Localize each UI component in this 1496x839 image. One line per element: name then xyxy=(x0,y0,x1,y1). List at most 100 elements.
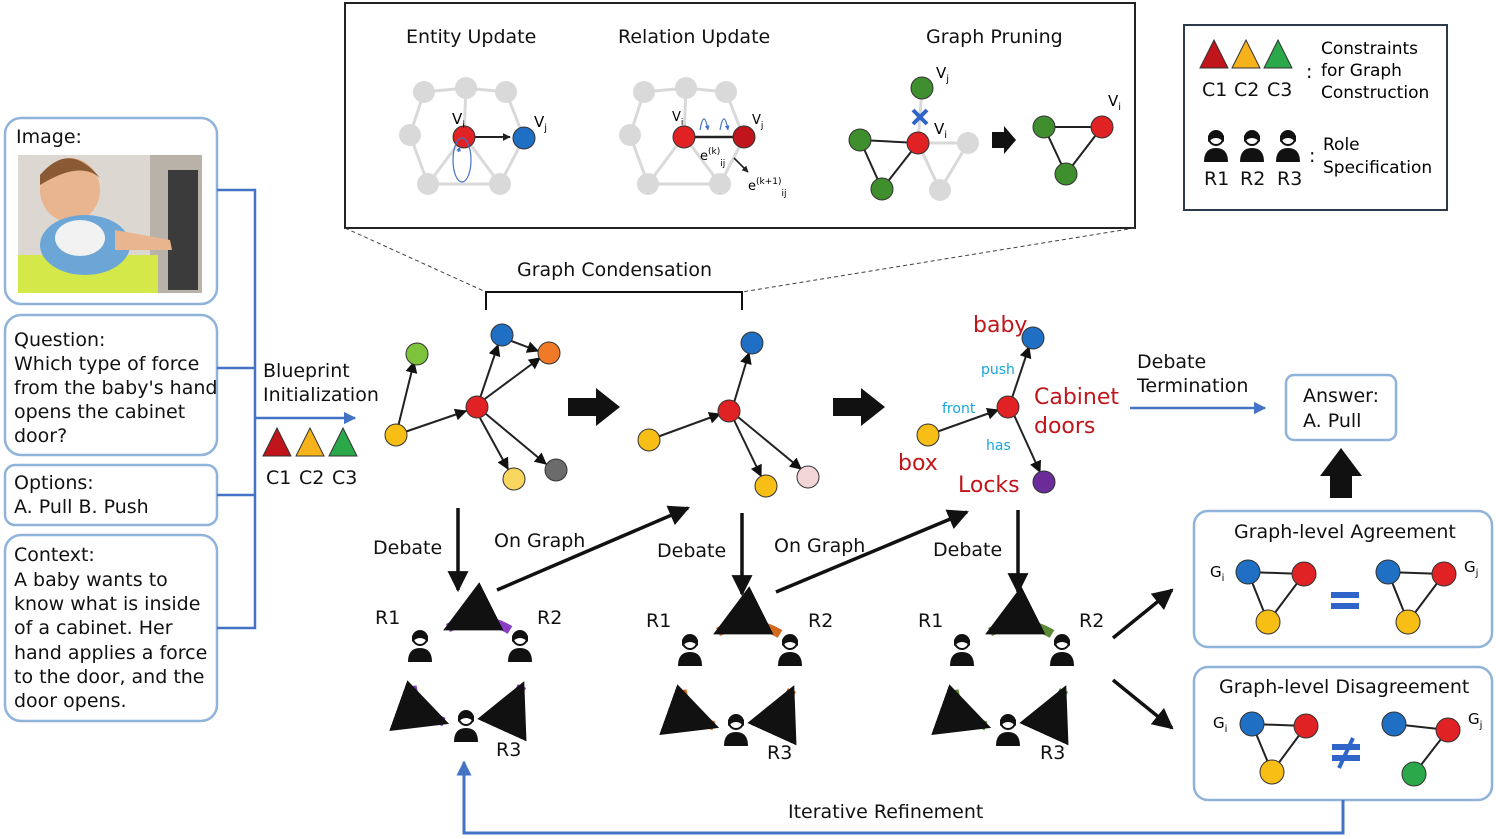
node-label-locks: Locks xyxy=(958,473,1020,498)
vi-label-pruning: Vi xyxy=(934,120,947,141)
context-line: hand applies a force xyxy=(14,642,207,664)
gj-label: Gj xyxy=(1464,558,1478,579)
node-label-box: box xyxy=(898,451,938,476)
r1-label: R1 xyxy=(375,607,400,629)
question-label: Question: xyxy=(14,329,105,351)
on-graph-label-2: On Graph xyxy=(774,535,865,557)
termination-label: Termination xyxy=(1136,375,1248,397)
disagreement-title: Graph-level Disagreement xyxy=(1219,676,1469,698)
r1-label: R1 xyxy=(918,610,943,632)
pruning-arrow xyxy=(992,126,1016,154)
blueprint-graph xyxy=(384,323,568,491)
debate-group-2 xyxy=(659,586,803,747)
vi-label: Vi xyxy=(452,110,465,131)
gj-label: Gj xyxy=(1468,710,1482,731)
on-graph-arrow-1 xyxy=(496,505,690,592)
blueprint-label: Blueprint xyxy=(263,360,350,382)
r2-label: R2 xyxy=(808,610,833,632)
agreement-box xyxy=(1192,509,1494,649)
agent-r2-icon xyxy=(1049,634,1075,667)
agent-r3-icon xyxy=(995,714,1021,747)
agent-r1-icon xyxy=(407,630,433,663)
graph-condensation-label: Graph Condensation xyxy=(517,259,712,281)
legend-role-text: Specification xyxy=(1323,158,1432,178)
vi-label-after: Vi xyxy=(1108,92,1121,113)
image-label: Image: xyxy=(16,126,82,148)
on-graph-arrow-2 xyxy=(775,509,969,594)
answer-label: Answer: xyxy=(1303,385,1379,407)
node-label-baby: baby xyxy=(973,313,1027,338)
answer-value: A. Pull xyxy=(1303,410,1361,432)
relation-update-title: Relation Update xyxy=(618,26,770,48)
legend-constraints: C1 C2 C3 : Constraints for Graph Constru… xyxy=(1199,38,1429,103)
legend-constraints-text: Construction xyxy=(1321,83,1429,103)
equals-icon xyxy=(1331,592,1359,598)
condensation-bracket xyxy=(485,291,743,310)
node-label-cabinet: Cabinet xyxy=(1034,385,1119,410)
legend-roles: R1 R2 R3 : Role Specification xyxy=(1203,130,1432,190)
r1-label: R1 xyxy=(646,610,671,632)
context-line: to the door, and the xyxy=(14,666,205,688)
question-line: from the baby's hand xyxy=(14,377,217,399)
entity-update-title: Entity Update xyxy=(406,26,536,48)
agent-r1-icon xyxy=(949,634,975,667)
agreement-title: Graph-level Agreement xyxy=(1234,521,1456,543)
zoom-line-left xyxy=(344,227,487,293)
legend-colon: : xyxy=(1309,145,1315,167)
input-bracket xyxy=(217,188,357,630)
debate-label-2: Debate xyxy=(657,540,726,562)
r3-label: R3 xyxy=(1040,742,1065,764)
c2-label: C2 xyxy=(299,467,324,489)
r2-label: R2 xyxy=(1079,610,1104,632)
vj-label-relation: Vj xyxy=(752,113,763,131)
options-text: A. Pull B. Push xyxy=(14,496,149,518)
edge-label-front: front xyxy=(942,401,976,417)
to-agreement-arrow xyxy=(1111,588,1174,640)
vj-label-pruning: Vj xyxy=(936,64,949,85)
agent-r2-icon xyxy=(777,634,803,667)
ek-label: e(k)ij xyxy=(700,147,725,169)
scene-graph xyxy=(916,326,1056,494)
blueprint-label: Initialization xyxy=(263,384,379,406)
debate-group-3 xyxy=(931,586,1075,747)
legend-c3: C3 xyxy=(1267,79,1292,101)
answer-box xyxy=(1284,373,1398,442)
edge-label-push: push xyxy=(981,362,1015,378)
baby-photo xyxy=(18,155,202,293)
options-label: Options: xyxy=(14,472,94,494)
r3-label: R3 xyxy=(767,742,792,764)
disagreement-box xyxy=(1192,665,1494,802)
context-box: Context: A baby wants to know what is in… xyxy=(3,533,219,723)
question-line: Which type of force xyxy=(14,353,199,375)
not-equal-icon xyxy=(1332,737,1360,769)
ek1-label: e(k+1)ij xyxy=(748,177,787,199)
debate-label-1: Debate xyxy=(373,537,442,559)
context-line: door opens. xyxy=(14,690,127,712)
graph-pruning-before xyxy=(848,76,979,201)
image-box: Image: xyxy=(3,116,219,306)
question-box: Question: Which type of force from the b… xyxy=(3,313,219,457)
r3-label: R3 xyxy=(496,739,521,761)
legend-c2: C2 xyxy=(1234,79,1259,101)
graph-pruning-after xyxy=(1032,115,1114,186)
condensed-graph xyxy=(637,331,820,498)
edge-label-has: has xyxy=(986,438,1011,454)
agent-r3-icon xyxy=(723,714,749,747)
context-label: Context: xyxy=(14,544,95,566)
context-line: know what is inside xyxy=(14,593,200,615)
legend-r3: R3 xyxy=(1277,168,1302,190)
context-line: of a cabinet. Her xyxy=(14,617,173,639)
vj-label: Vj xyxy=(534,113,547,134)
node-label-cabinet: doors xyxy=(1034,414,1095,439)
detail-panel xyxy=(344,2,1136,229)
to-disagreement-arrow xyxy=(1111,678,1174,730)
agent-r1-icon xyxy=(677,634,703,667)
answer-up-arrow xyxy=(1320,448,1362,498)
agent-r2-icon xyxy=(507,630,533,663)
iterative-refinement-label: Iterative Refinement xyxy=(788,801,983,823)
entity-update-graph xyxy=(399,77,536,195)
agent-r3-icon xyxy=(453,710,479,743)
legend-constraints-text: Constraints xyxy=(1321,39,1418,59)
legend-role-text: Role xyxy=(1323,135,1360,155)
